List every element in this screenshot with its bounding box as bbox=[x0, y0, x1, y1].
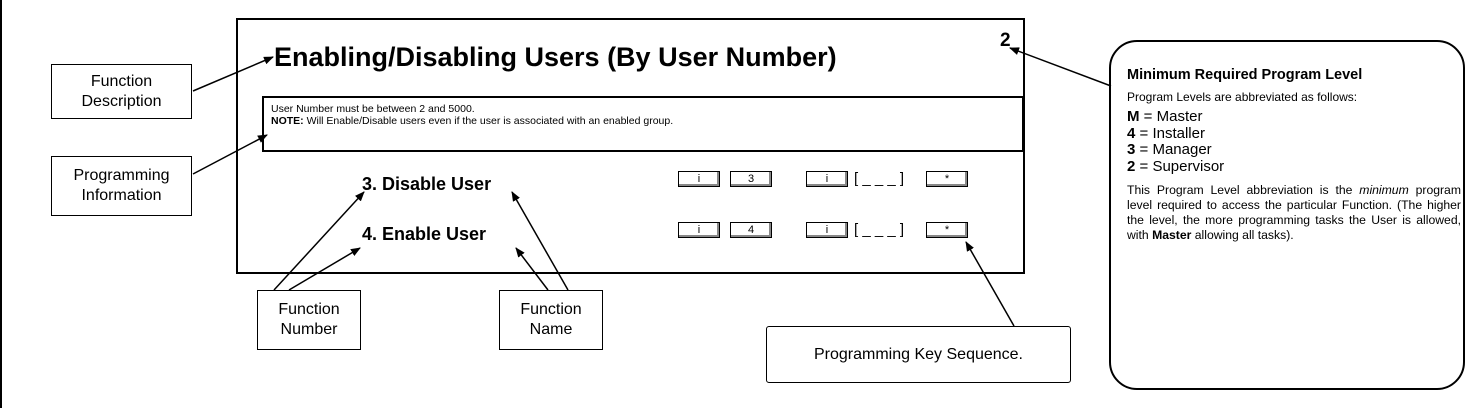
level-code: M bbox=[1127, 108, 1140, 125]
note-label: NOTE: bbox=[271, 115, 304, 127]
desc-bold: Master bbox=[1152, 228, 1192, 242]
callout-text: Function Name bbox=[520, 301, 582, 338]
callout-function-number: Function Number bbox=[257, 290, 361, 350]
arrow-function-name-2 bbox=[515, 247, 549, 291]
program-level-panel: Minimum Required Program Level Program L… bbox=[1109, 40, 1465, 390]
star-key-glyph: * bbox=[944, 224, 950, 236]
arrow-programming-information bbox=[192, 134, 268, 175]
callout-text: Programming Key Sequence. bbox=[814, 345, 1023, 363]
callout-function-name: Function Name bbox=[499, 290, 603, 350]
user-number-entry: [ _ _ _ ] bbox=[854, 170, 905, 187]
level-name: Supervisor bbox=[1152, 157, 1225, 175]
arrow-program-level bbox=[1009, 47, 1112, 87]
info-key-glyph: i bbox=[697, 173, 701, 185]
level-name: Master bbox=[1156, 108, 1203, 125]
digit-key-label: 3 bbox=[747, 173, 755, 185]
desc-text: This Program Level abbreviation is the bbox=[1127, 183, 1360, 197]
user-number-entry: [ _ _ _ ] bbox=[854, 221, 905, 238]
side-panel-description: This Program Level abbreviation is the m… bbox=[1127, 183, 1461, 243]
desc-emphasis: minimum bbox=[1359, 183, 1409, 197]
info-key-icon: i bbox=[678, 171, 720, 187]
callout-programming-information: Programming Information bbox=[51, 156, 192, 216]
level-code: 2 bbox=[1127, 157, 1136, 175]
info-key-icon: i bbox=[806, 222, 848, 238]
desc-text: allowing all tasks). bbox=[1191, 228, 1294, 242]
function-enable-user: 4. Enable User bbox=[362, 224, 487, 244]
star-key-glyph: * bbox=[944, 173, 950, 185]
digit-key: 4 bbox=[730, 222, 772, 238]
info-line-1: User Number must be between 2 and 5000. bbox=[271, 103, 475, 115]
info-key-glyph: i bbox=[825, 224, 829, 236]
digit-key: 3 bbox=[730, 171, 772, 187]
star-key-icon: * bbox=[926, 171, 968, 187]
level-master: M = Master bbox=[1127, 108, 1203, 125]
page-left-border bbox=[0, 0, 2, 408]
level-code: 4 bbox=[1127, 124, 1136, 142]
arrow-key-sequence bbox=[965, 241, 1015, 327]
callout-function-description: Function Description bbox=[51, 64, 192, 119]
arrow-function-description bbox=[192, 56, 274, 92]
side-panel-title: Minimum Required Program Level bbox=[1127, 67, 1363, 83]
function-title: Enabling/Disabling Users (By User Number… bbox=[274, 42, 837, 72]
info-key-icon: i bbox=[678, 222, 720, 238]
callout-programming-key-sequence: Programming Key Sequence. bbox=[766, 326, 1071, 383]
star-key-icon: * bbox=[926, 222, 968, 238]
desc-text: program level required to access the par… bbox=[1127, 183, 1461, 242]
arrow-function-number-2 bbox=[288, 247, 361, 291]
program-level-number: 2 bbox=[1000, 30, 1011, 51]
arrow-function-number-1 bbox=[273, 191, 365, 291]
callout-text: Function Number bbox=[278, 301, 340, 338]
digit-key-label: 4 bbox=[747, 224, 755, 236]
function-panel bbox=[236, 18, 1025, 274]
programming-info-box: User Number must be between 2 and 5000. … bbox=[262, 96, 1024, 152]
info-key-glyph: i bbox=[697, 224, 701, 236]
level-name: Manager bbox=[1152, 141, 1212, 158]
level-installer: 4 = Installer bbox=[1127, 124, 1205, 142]
level-name: Installer bbox=[1152, 124, 1205, 142]
function-disable-user: 3. Disable User bbox=[362, 174, 492, 194]
level-code: 3 bbox=[1127, 141, 1136, 158]
callout-text: Function Description bbox=[81, 72, 162, 110]
info-key-glyph: i bbox=[825, 173, 829, 185]
callout-text: Programming Information bbox=[73, 167, 170, 204]
arrow-function-name-1 bbox=[511, 191, 569, 291]
level-supervisor: 2 = Supervisor bbox=[1127, 157, 1225, 175]
level-manager: 3 = Manager bbox=[1127, 141, 1212, 158]
info-key-icon: i bbox=[806, 171, 848, 187]
note-text: Will Enable/Disable users even if the us… bbox=[303, 115, 674, 127]
side-panel-intro: Program Levels are abbreviated as follow… bbox=[1127, 90, 1358, 104]
info-note: NOTE: Will Enable/Disable users even if … bbox=[271, 115, 1015, 127]
